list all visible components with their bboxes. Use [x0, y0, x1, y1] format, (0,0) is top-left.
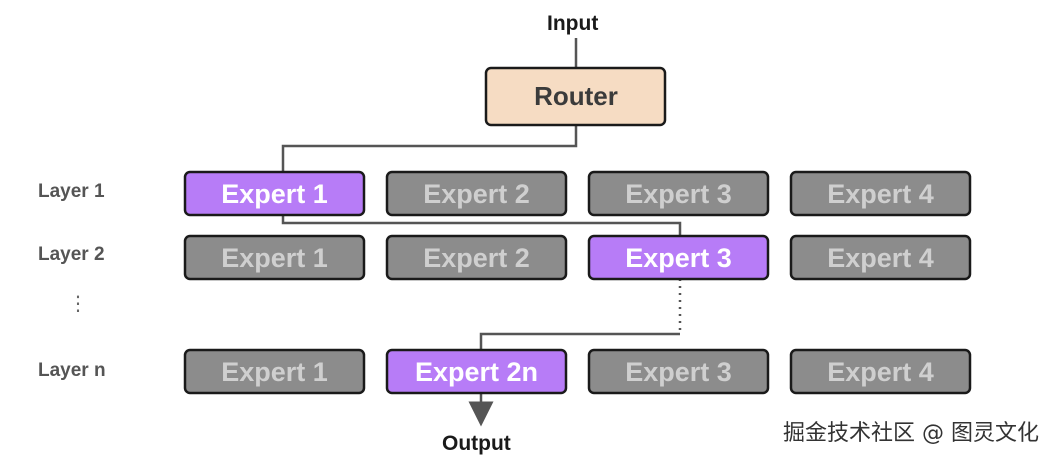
expert-label: Expert 1 — [221, 243, 328, 273]
layer-label-n: Layer n — [38, 360, 106, 381]
router-node: Router — [484, 66, 667, 127]
route-l1e1-to-l2e3 — [281, 215, 682, 236]
expert-box — [385, 348, 568, 395]
expert-node-l3-e4: Expert 4 — [789, 348, 972, 395]
expert-box — [587, 234, 770, 281]
input-label: Input — [547, 12, 599, 35]
layer-label-2: Layer 2 — [38, 244, 105, 265]
expert-box — [385, 234, 568, 281]
expert-box — [183, 348, 366, 395]
expert-label: Expert 2 — [423, 179, 530, 209]
layer-label-1: Layer 1 — [38, 181, 105, 202]
expert-label: Expert 4 — [827, 357, 934, 387]
expert-label: Expert 3 — [625, 243, 732, 273]
expert-box — [385, 170, 568, 217]
router-label: Router — [534, 81, 618, 111]
expert-box — [183, 170, 366, 217]
expert-grid: Expert 1 Expert 2 Expert 3 Expert 4 Expert 1… — [183, 170, 972, 395]
expert-node-l3-e1: Expert 1 — [183, 348, 366, 395]
expert-box — [789, 348, 972, 395]
expert-box — [587, 170, 770, 217]
expert-box — [789, 234, 972, 281]
expert-box — [789, 170, 972, 217]
expert-node-l3-e2: Expert 2n — [385, 348, 568, 395]
route-to-ln-e2n — [479, 332, 680, 350]
watermark: 掘金技术社区 @ 图灵文化 — [783, 421, 1039, 446]
routing-lines — [281, 38, 682, 427]
expert-node-l2-e1: Expert 1 — [183, 234, 366, 281]
expert-label: Expert 1 — [221, 179, 328, 209]
expert-label: Expert 2n — [415, 357, 538, 387]
expert-node-l1-e1: Expert 1 — [183, 170, 366, 217]
expert-node-l2-e3: Expert 3 — [587, 234, 770, 281]
layer-ellipsis: ⋮ — [68, 291, 88, 315]
expert-label: Expert 3 — [625, 357, 732, 387]
expert-node-l2-e2: Expert 2 — [385, 234, 568, 281]
expert-node-l1-e4: Expert 4 — [789, 170, 972, 217]
expert-label: Expert 3 — [625, 179, 732, 209]
expert-label: Expert 4 — [827, 243, 934, 273]
expert-node-l1-e3: Expert 3 — [587, 170, 770, 217]
router-box — [484, 66, 667, 127]
expert-label: Expert 2 — [423, 243, 530, 273]
expert-node-l2-e4: Expert 4 — [789, 234, 972, 281]
route-router-to-l1e1 — [281, 125, 578, 172]
expert-label: Expert 1 — [221, 357, 328, 387]
expert-box — [587, 348, 770, 395]
output-label: Output — [442, 432, 511, 455]
expert-node-l3-e3: Expert 3 — [587, 348, 770, 395]
expert-label: Expert 4 — [827, 179, 934, 209]
expert-node-l1-e2: Expert 2 — [385, 170, 568, 217]
expert-box — [183, 234, 366, 281]
